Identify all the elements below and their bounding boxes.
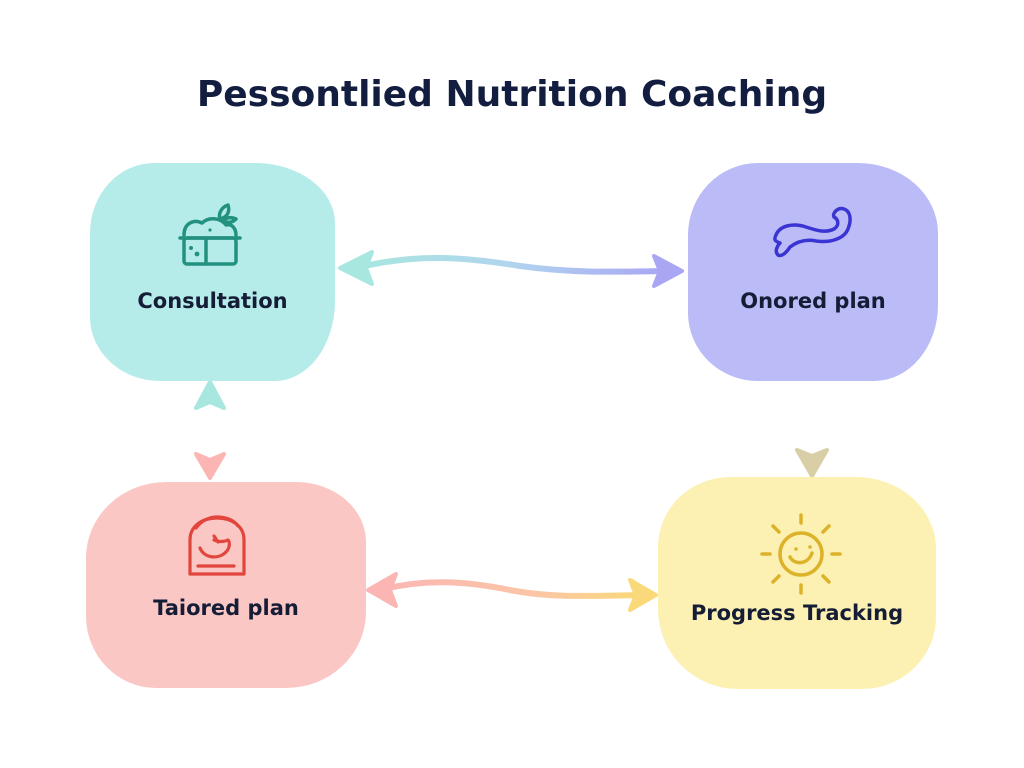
connector-tailored-progress xyxy=(366,572,658,612)
connector-consultation-tailored xyxy=(194,380,226,480)
diagram-title: Pessontlied Nutrition Coaching xyxy=(196,74,828,115)
node-tailored-plan[interactable]: Taiored plan xyxy=(86,482,366,688)
food-basket-icon xyxy=(178,203,242,266)
node-progress-tracking[interactable]: Progress Tracking xyxy=(658,477,936,689)
connector-consultation-onored xyxy=(338,250,684,288)
meal-dome-icon xyxy=(188,515,246,576)
smiling-sun-icon xyxy=(760,513,842,595)
node-label: Taiored plan xyxy=(153,596,299,620)
node-consultation[interactable]: Consultation xyxy=(90,163,335,381)
node-label: Consultation xyxy=(137,289,288,313)
node-onored-plan[interactable]: Onored plan xyxy=(688,163,938,381)
node-label: Progress Tracking xyxy=(690,601,904,625)
node-label: Onored plan xyxy=(740,289,886,313)
connector-onored-progress xyxy=(795,377,829,478)
whale-icon xyxy=(773,206,852,258)
